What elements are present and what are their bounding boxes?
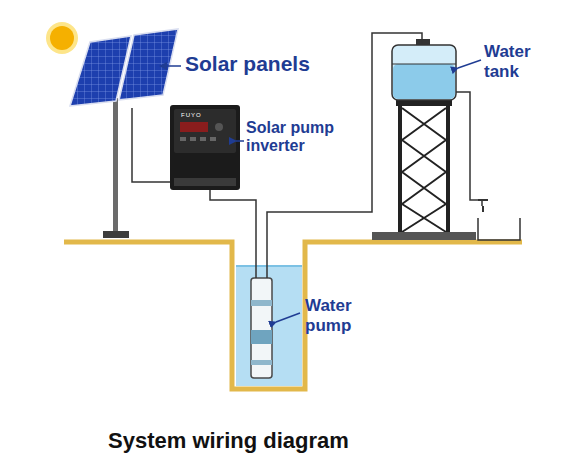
inverter-body <box>170 105 240 190</box>
pump-band <box>251 300 272 306</box>
pole-base <box>103 231 129 238</box>
tank-lid <box>416 39 430 45</box>
wire-connector <box>210 190 256 278</box>
inverter-node: Solar pump inverter <box>170 105 240 190</box>
inverter-display <box>180 122 208 132</box>
brand-text: FUYO <box>181 112 202 118</box>
ground-line <box>64 242 522 389</box>
faucet <box>478 200 488 212</box>
water-pump-node: Water pump <box>250 278 273 378</box>
pump-band <box>251 330 272 344</box>
well-water <box>236 266 302 386</box>
inverter-case <box>170 105 240 190</box>
outlet-pipe <box>456 92 482 206</box>
water-tank-node: Water tank <box>392 44 456 102</box>
solar-panel <box>119 29 178 100</box>
inverter-button <box>210 137 216 141</box>
pump-band <box>251 360 272 365</box>
inverter-button <box>180 137 186 141</box>
inverter-knob <box>215 123 223 131</box>
inverter-button <box>190 137 196 141</box>
caption-text: System wiring diagram <box>108 428 349 454</box>
tank-water <box>393 64 455 99</box>
wire-connector <box>132 108 170 182</box>
stand-leg <box>398 102 402 234</box>
solar-panel-node: Solar panels <box>70 28 182 108</box>
inverter-button <box>200 137 206 141</box>
sun <box>46 22 78 54</box>
leader-line <box>276 313 300 322</box>
pump-body <box>251 278 272 378</box>
inverter-vent <box>174 178 236 186</box>
sun-glow <box>46 22 78 54</box>
leader-line <box>236 140 244 142</box>
tank-stand <box>372 100 476 240</box>
stand-brace <box>402 108 446 232</box>
leader-line <box>160 65 181 67</box>
water-surface <box>236 265 302 267</box>
stand-platform <box>372 232 476 240</box>
pump-casing <box>251 278 272 378</box>
tank-rib <box>392 64 456 65</box>
node-label: Solar pump inverter <box>246 119 338 156</box>
stand-leg <box>446 102 450 234</box>
basin <box>478 218 520 240</box>
inverter-front <box>174 109 236 153</box>
tank-body <box>392 39 456 100</box>
node-label: Solar panels <box>185 52 385 76</box>
stand-top <box>396 100 452 106</box>
node-label: Water pump <box>305 296 371 335</box>
panel-pole <box>113 98 118 234</box>
node-label: Water tank <box>484 42 546 81</box>
sun-disc <box>50 26 74 50</box>
tank-wall <box>392 45 456 100</box>
leader-line <box>458 60 481 68</box>
